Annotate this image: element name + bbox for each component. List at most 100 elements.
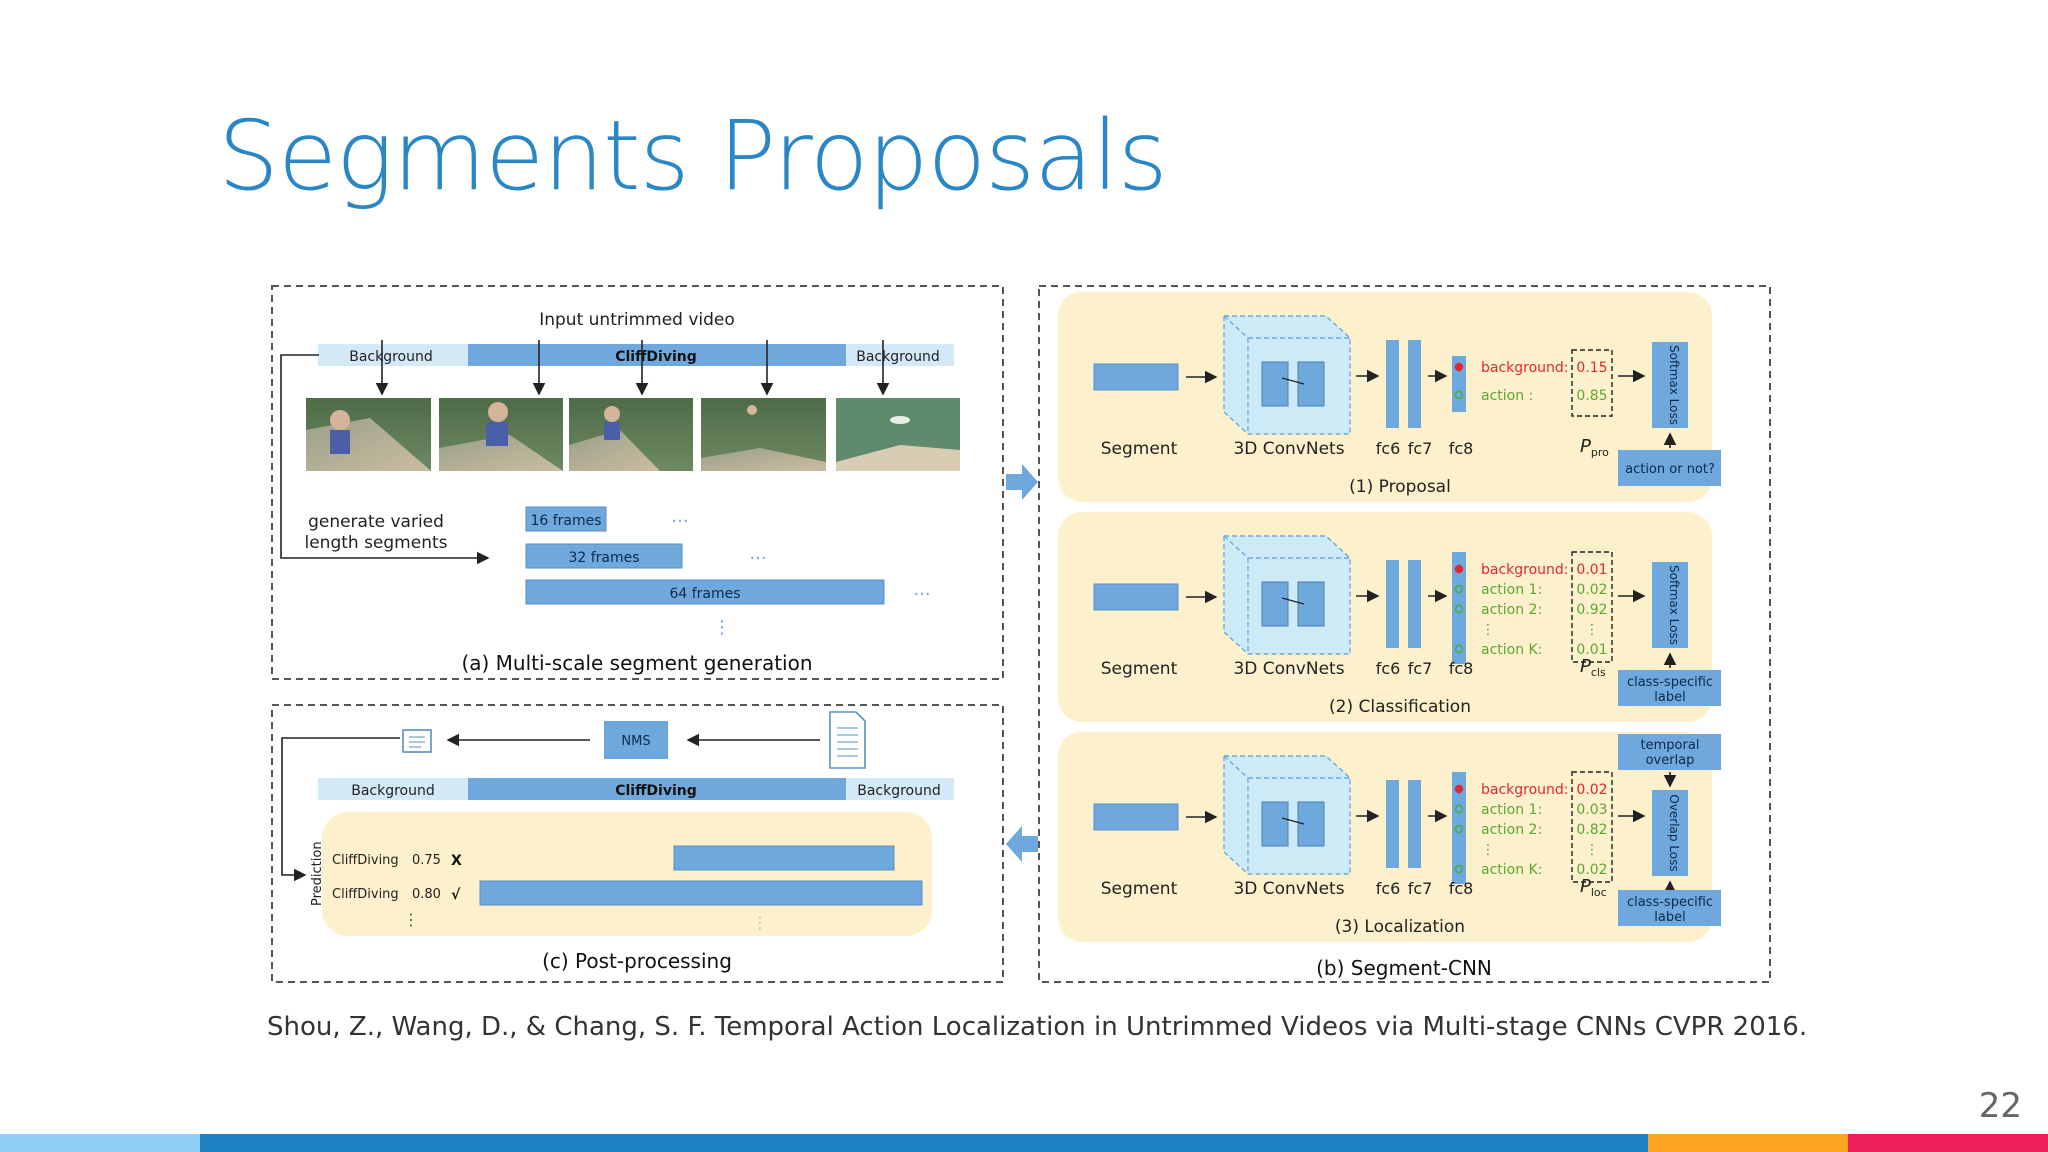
prob-box (1571, 349, 1613, 417)
p-label: Pcls (1580, 656, 1606, 679)
class-prob: 0.15 (1576, 360, 1607, 376)
class-label: action K: (1481, 642, 1542, 658)
prediction-1-mark: X (451, 853, 462, 869)
class-prob: 0.01 (1576, 562, 1607, 578)
target-label: action or not? (1625, 462, 1715, 477)
footer-segment-4 (1848, 1134, 2048, 1152)
fc7-layer (1408, 340, 1421, 428)
input-video-label: Input untrimmed video (539, 310, 735, 330)
segment-32-frames (525, 543, 683, 569)
p-symbol: P (1580, 436, 1591, 457)
segment-dots-1: ... (671, 506, 688, 527)
loss-block (1652, 562, 1688, 648)
segment-label: Segment (1101, 879, 1178, 899)
fc6-layer (1386, 780, 1399, 868)
fc7-label: fc7 (1408, 659, 1433, 678)
convnet-block-1 (1261, 361, 1289, 407)
row-background (1058, 512, 1712, 722)
fc7-layer (1408, 560, 1421, 648)
timeline-c-label-bg-left: Background (351, 783, 435, 799)
prediction-2-bar (479, 880, 923, 906)
slide-title: Segments Proposals (218, 100, 1168, 212)
panel-b-caption: (b) Segment-CNN (1316, 956, 1492, 980)
target-label-line1: class-specific (1627, 895, 1713, 910)
convnet-cube-edges (1223, 755, 1350, 874)
segment-64-frames (525, 579, 885, 605)
fc8-layer (1452, 552, 1466, 664)
fc8-layer (1452, 356, 1466, 412)
video-frame-5 (836, 398, 960, 471)
target-block (1618, 890, 1721, 926)
fc8-label: fc8 (1449, 439, 1474, 458)
class-prob: 0.02 (1576, 862, 1607, 878)
generate-arrow (280, 354, 490, 565)
panel-a-frame (271, 285, 1004, 680)
frame-arrows (375, 340, 890, 396)
fc6-label: fc6 (1376, 439, 1401, 458)
fc6-layer (1386, 340, 1399, 428)
loss-block (1652, 342, 1688, 428)
convnet-cube-edges (1223, 315, 1350, 434)
class-prob: 0.82 (1576, 822, 1607, 838)
class-label: action 2: (1481, 602, 1542, 618)
convnet-cube-edges (1223, 535, 1350, 654)
fc8-node (1454, 864, 1464, 874)
panel-c-frame (271, 704, 1004, 983)
timeline-action (468, 344, 846, 366)
convnet-block-1 (1261, 801, 1289, 847)
segment-block (1093, 583, 1179, 611)
p-symbol: P (1580, 656, 1591, 677)
video-frame-1 (306, 398, 431, 471)
fc7-label: fc7 (1408, 439, 1433, 458)
arrow-b-to-c (1006, 826, 1038, 862)
timeline-c-action (468, 778, 846, 800)
segment-block (1093, 363, 1179, 391)
panel-c-caption: (c) Post-processing (542, 949, 732, 973)
row-caption: (3) Localization (1335, 917, 1465, 937)
loss-label: Softmax Loss (1667, 565, 1681, 645)
fc7-label: fc7 (1408, 879, 1433, 898)
class-prob: 0.01 (1576, 642, 1607, 658)
class-label: action 1: (1481, 582, 1542, 598)
p-subscript: cls (1591, 666, 1606, 679)
class-label: action 2: (1481, 822, 1542, 838)
convnet-label: 3D ConvNets (1233, 439, 1344, 459)
class-label: ⋮ (1481, 842, 1495, 858)
target-block (1618, 450, 1721, 486)
page-number: 22 (1978, 1086, 2022, 1126)
prob-box (1571, 771, 1613, 883)
target-label-line2: label (1654, 910, 1685, 925)
prediction-1-score: 0.75 (412, 853, 441, 868)
target-label-line1: class-specific (1627, 675, 1713, 690)
row-caption: (1) Proposal (1349, 477, 1451, 497)
p-subscript: loc (1591, 886, 1607, 899)
footer-segment-1 (0, 1134, 200, 1152)
class-label: background: (1481, 782, 1569, 798)
segment-16-frames (525, 506, 607, 532)
loss-block (1652, 790, 1688, 876)
prediction-2-score: 0.80 (412, 887, 441, 902)
fc8-node (1454, 784, 1464, 794)
row-background (1058, 292, 1712, 502)
fc6-label: fc6 (1376, 879, 1401, 898)
segment-cnn-figure: Input untrimmed video Background CliffDi… (271, 285, 1771, 983)
class-label: action K: (1481, 862, 1542, 878)
fc8-layer (1452, 772, 1466, 884)
input-document-icon (829, 711, 866, 769)
fc8-node (1454, 362, 1464, 372)
p-subscript: pro (1591, 446, 1609, 459)
footer-bar (0, 1134, 2048, 1152)
segment-block (1093, 803, 1179, 831)
prediction-2-mark: √ (451, 887, 461, 903)
p-label: Ploc (1580, 876, 1607, 899)
temporal-overlap-line1: temporal (1641, 738, 1700, 753)
arrow-a-to-b (1006, 464, 1038, 500)
fc8-node (1454, 644, 1464, 654)
timeline-label-bg-right: Background (856, 349, 940, 365)
output-document-icon (402, 729, 432, 753)
fc7-layer (1408, 780, 1421, 868)
segment-dots-2: ... (749, 543, 766, 564)
fc8-label: fc8 (1449, 659, 1474, 678)
prediction-vdots-left: ⋮ (403, 910, 419, 929)
